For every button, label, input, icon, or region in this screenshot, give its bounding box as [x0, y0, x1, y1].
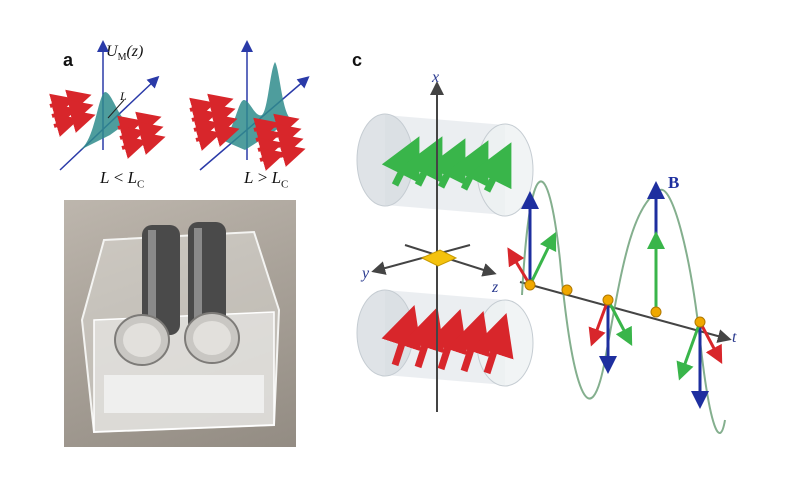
upper-cylinder [356, 113, 534, 217]
lower-cylinder [356, 289, 534, 387]
panel-a-right-diagram [189, 40, 310, 171]
potential-axis-label: UM(z) [106, 43, 144, 64]
field-wave [521, 180, 726, 434]
panel-c-label: c [352, 50, 363, 70]
panel-c-diagram: x y z t [356, 69, 737, 434]
axis-z-label: z [491, 279, 499, 296]
device-illustration [80, 222, 281, 434]
field-b-label: B [668, 173, 679, 192]
panel-a-label: a [63, 50, 74, 70]
condition-right: L > LC [244, 168, 289, 191]
time-axis-and-field: t B [507, 173, 737, 434]
panel-a-left-diagram: L [49, 40, 166, 171]
axis-y-label: y [360, 265, 370, 282]
condition-left: L < LC [100, 168, 145, 191]
coordinate-axes: x y z [360, 69, 499, 412]
device-photo [64, 200, 296, 447]
length-label: L [119, 89, 127, 103]
axis-t-label: t [732, 329, 737, 346]
axis-x-label: x [431, 69, 439, 86]
